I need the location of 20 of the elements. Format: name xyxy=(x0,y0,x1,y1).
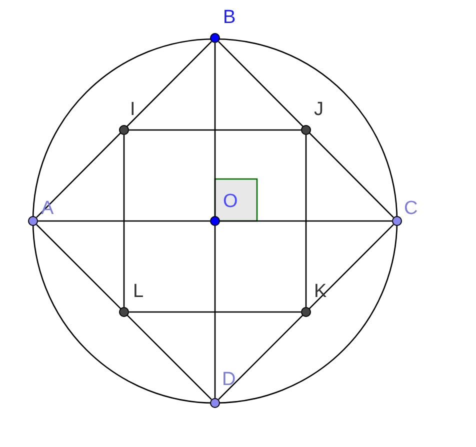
line-segment xyxy=(38,220,210,222)
point-label: K xyxy=(314,282,327,302)
line-segment xyxy=(214,43,216,216)
point-label: C xyxy=(404,199,418,219)
point-label: I xyxy=(130,100,136,120)
line-segment xyxy=(218,41,394,218)
point-label: J xyxy=(314,100,324,120)
point-label: B xyxy=(223,8,236,28)
line-segment xyxy=(123,135,125,307)
line-segment xyxy=(218,224,394,400)
point-label: O xyxy=(223,192,238,212)
line-segment xyxy=(305,135,307,307)
line-segment xyxy=(36,41,212,218)
line-segment xyxy=(129,311,301,313)
line-segment xyxy=(129,129,301,131)
line-segment xyxy=(220,220,392,222)
point-label: D xyxy=(222,370,236,390)
line-segment xyxy=(214,226,216,398)
line-segment xyxy=(36,224,212,400)
point-label: L xyxy=(133,282,144,302)
